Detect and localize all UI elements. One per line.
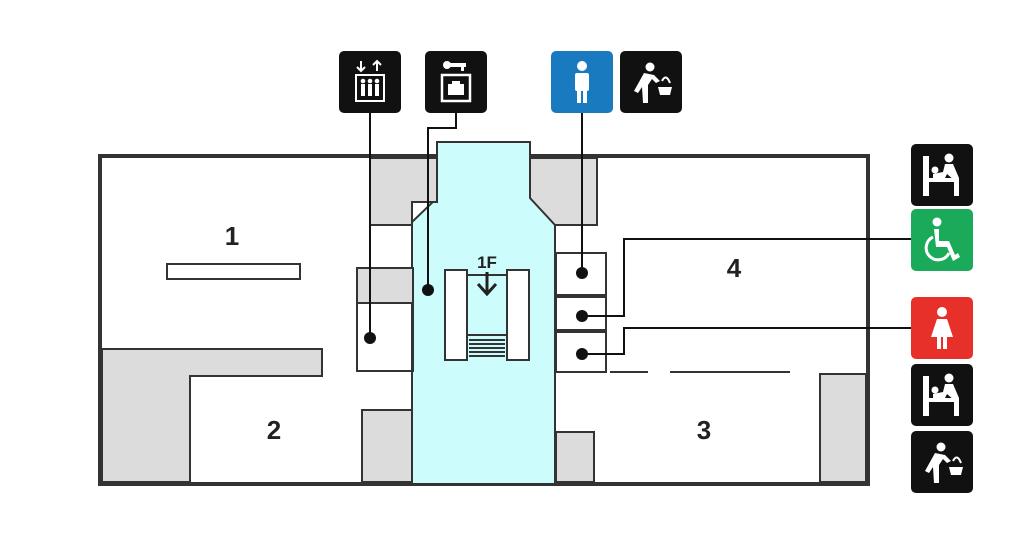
escalator-down-arrow-icon (476, 272, 498, 297)
room-4-number: 4 (727, 253, 742, 283)
drinking-fountain-icon[interactable] (911, 431, 973, 493)
room-3-number: 3 (697, 415, 711, 445)
accessible-restroom-icon[interactable] (911, 209, 973, 271)
leader-lines (369, 112, 912, 355)
coin-locker-icon[interactable] (425, 51, 487, 113)
mens-restroom-icon[interactable] (551, 51, 613, 113)
non-public-areas (101, 157, 867, 483)
drinking-fountain-icon[interactable] (620, 51, 682, 113)
baby-changing-icon[interactable] (911, 144, 973, 206)
floor-label: 1F (477, 253, 497, 272)
womens-restroom-icon[interactable] (911, 297, 973, 359)
facility-location-dots (364, 267, 588, 360)
baby-changing-icon[interactable] (911, 364, 973, 426)
interior-walls (166, 252, 790, 373)
room-1-number: 1 (225, 221, 239, 251)
elevator-icon[interactable] (339, 51, 401, 113)
escalator (444, 269, 530, 361)
room-2-number: 2 (267, 415, 281, 445)
